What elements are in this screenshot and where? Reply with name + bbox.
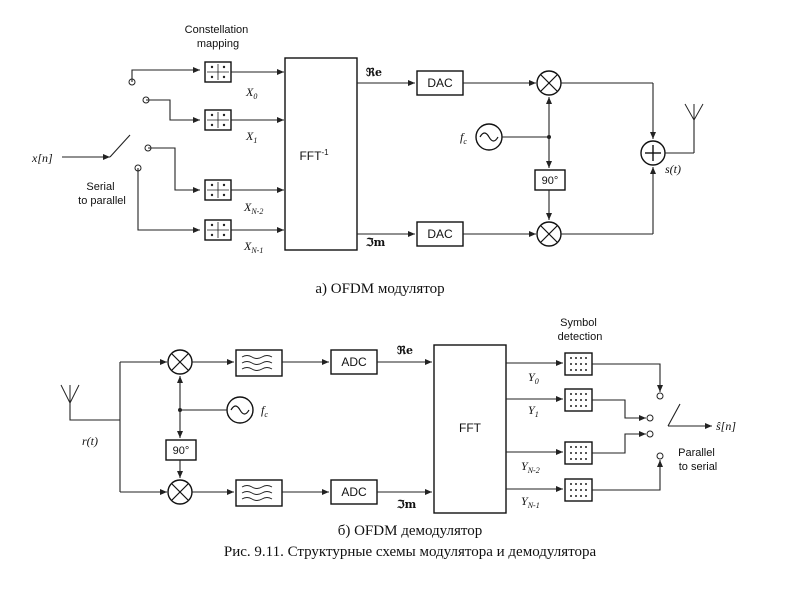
mod-phase-label: 90° <box>542 175 559 187</box>
mod-fc-label: fc <box>460 130 467 146</box>
demod-caption: б) OFDM демодулятор <box>338 523 483 539</box>
mod-summer <box>640 140 666 166</box>
modulator: Constellation mapping x[n] Serial to par… <box>31 24 704 297</box>
mod-im-label: ℑm <box>365 236 386 249</box>
demod-re-label: ℜe <box>397 344 413 357</box>
symbol-detection-block-0 <box>564 352 593 376</box>
det1-to-switch <box>592 399 646 421</box>
serial-to-parallel-switch <box>109 78 152 172</box>
x-label-0: X0 <box>245 85 257 101</box>
serial-to-parallel-label: Serial to parallel <box>78 181 126 207</box>
y-label-n2: YN-2 <box>521 459 540 475</box>
symbol-detection-label: Symbol detection <box>558 317 603 343</box>
lowpass-filter-bottom-icon <box>235 479 283 507</box>
symbol-detection-block-n2 <box>564 441 593 465</box>
demod-fc-label: fc <box>261 403 268 419</box>
lowpass-filter-top-icon <box>235 349 283 377</box>
branch-1 <box>146 99 200 123</box>
adc-bottom-label: ADC <box>341 485 367 499</box>
mod-caption: а) OFDM модулятор <box>315 281 444 297</box>
mod-mixer-bottom <box>536 221 562 247</box>
detn1-to-switch <box>592 460 663 491</box>
mod-output-label: s(t) <box>665 162 681 176</box>
mod-phase-block <box>534 169 566 191</box>
x-label-n1: XN-1 <box>243 239 263 255</box>
detn2-to-switch <box>592 431 646 454</box>
y-label-0: Y0 <box>528 370 539 386</box>
branch-n1 <box>137 168 200 233</box>
demod-oscillator <box>226 396 254 424</box>
symbol-detection-block-1 <box>564 388 593 412</box>
mod-mixer-top <box>536 70 562 96</box>
mod-antenna-icon <box>684 103 704 121</box>
constellation-mapping-label: Constellation mapping <box>185 24 252 50</box>
figure-caption: Рис. 9.11. Структурные схемы модулятора … <box>224 544 597 560</box>
constellation-block-n1 <box>204 219 232 241</box>
demod-phase-block <box>165 439 197 461</box>
dac-top-label: DAC <box>427 76 453 90</box>
dac-top-block <box>416 70 464 96</box>
adc-bottom-block <box>330 479 378 505</box>
constellation-block-n2 <box>204 179 232 201</box>
x-label-n2: XN-2 <box>243 200 263 216</box>
dac-bottom-label: DAC <box>427 227 453 241</box>
mod-oscillator <box>475 123 503 151</box>
constellation-block-1 <box>204 109 232 131</box>
dac-bottom-block <box>416 221 464 247</box>
demod-im-label: ℑm <box>396 498 417 511</box>
parallel-to-serial-label: Parallel to serial <box>678 447 718 473</box>
demodulator: r(t) fc 90° <box>60 317 736 560</box>
fft-block <box>433 344 507 514</box>
x-label-1: X1 <box>245 129 257 145</box>
parallel-line1: Parallel <box>678 447 715 459</box>
demod-input-label: r(t) <box>82 434 98 448</box>
det0-to-switch <box>592 363 663 392</box>
demod-antenna-icon <box>60 384 80 404</box>
antenna-line <box>69 403 120 421</box>
serial-line2: to parallel <box>78 195 126 207</box>
demod-mixer-bottom <box>167 479 193 505</box>
branch-n2 <box>148 147 200 193</box>
y-label-n1: YN-1 <box>521 494 540 510</box>
symbol-line2: detection <box>558 331 603 343</box>
mod-re-label: ℜe <box>366 66 382 79</box>
serial-line1: Serial <box>86 181 114 193</box>
demod-mixer-top <box>167 349 193 375</box>
constellation-line1: Constellation <box>185 24 249 36</box>
demod-phase-label: 90° <box>173 445 190 457</box>
constellation-block-0 <box>204 61 232 83</box>
constellation-line2: mapping <box>197 38 239 50</box>
symbol-line1: Symbol <box>560 317 597 329</box>
parallel-to-serial-switch <box>646 392 681 460</box>
ifft-label: FFT-1 <box>299 148 329 163</box>
fft-label: FFT <box>459 421 482 435</box>
mod-input-label: x[n] <box>31 151 53 165</box>
ifft-block <box>284 57 358 251</box>
demod-output-label: ŝ[n] <box>716 419 736 433</box>
symbol-detection-block-n1 <box>564 478 593 502</box>
adc-top-label: ADC <box>341 355 367 369</box>
parallel-line2: to serial <box>679 461 718 473</box>
y-label-1: Y1 <box>528 403 539 419</box>
branch-0 <box>131 67 200 82</box>
